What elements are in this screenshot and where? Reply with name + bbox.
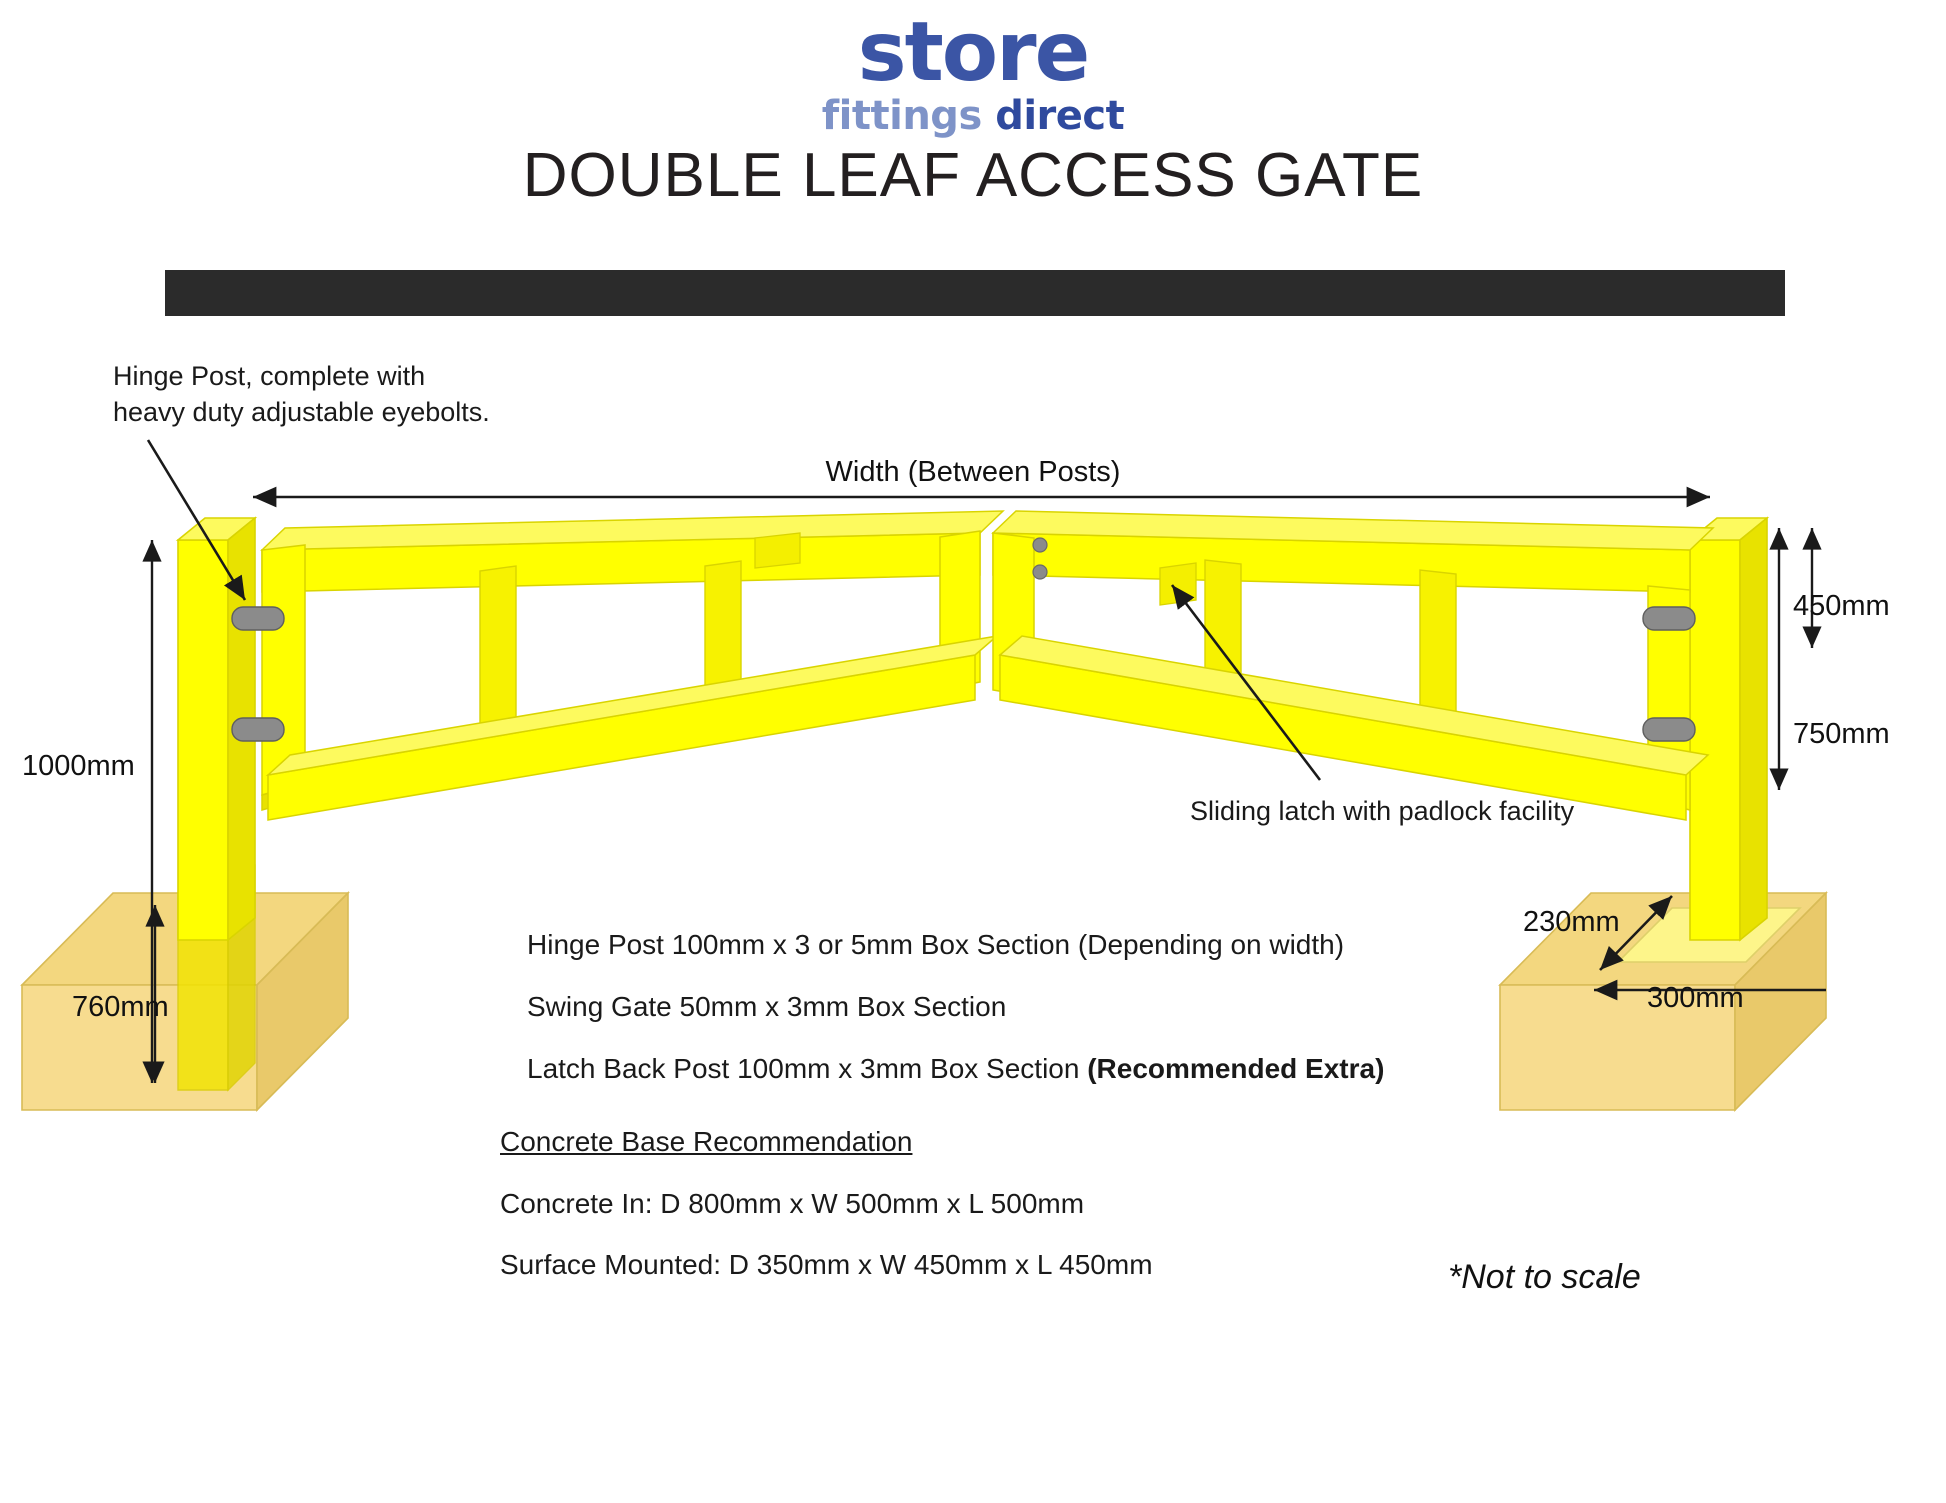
dimension-line-base-depth — [1599, 895, 1673, 971]
dimension-label-width: Width (Between Posts) — [825, 456, 1121, 488]
spec-latch-back-post-text: Latch Back Post 100mm x 3mm Box Section — [527, 1053, 1088, 1084]
gate-leaf-left — [260, 510, 1005, 821]
leader-hinge-post — [146, 439, 247, 601]
callout-hinge-post: Hinge Post, complete with heavy duty adj… — [113, 361, 490, 428]
dimension-label-upper-rail: 450mm — [1793, 590, 1890, 622]
brand-logo-subline: fittings direct — [0, 96, 1946, 136]
spec-latch-back-post: Latch Back Post 100mm x 3mm Box Section … — [527, 1053, 1384, 1085]
dimension-label-post-height: 1000mm — [22, 750, 135, 782]
callout-sliding-latch: Sliding latch with padlock facility — [1190, 796, 1575, 826]
dimension-label-base-width: 300mm — [1647, 982, 1744, 1014]
spec-latch-back-post-emphasis: (Recommended Extra) — [1087, 1053, 1385, 1084]
concrete-base-right — [1498, 891, 1828, 1112]
brand-logo-direct: direct — [995, 92, 1125, 139]
brand-logo-store: store — [857, 5, 1090, 100]
latch-back-post-right — [1687, 516, 1770, 942]
dimension-label-buried-depth: 760mm — [72, 991, 169, 1023]
leader-sliding-latch — [1170, 584, 1322, 781]
eyebolt-lower-right — [1642, 717, 1696, 742]
eyebolt-upper-right — [1642, 606, 1696, 631]
surface-mounted-spec: Surface Mounted: D 350mm x W 450mm x L 4… — [500, 1249, 1153, 1280]
not-to-scale-note: *Not to scale — [1448, 1258, 1641, 1296]
dimension-label-lower-rail: 750mm — [1793, 718, 1890, 750]
spec-hinge-post: Hinge Post 100mm x 3 or 5mm Box Section … — [527, 929, 1345, 960]
concrete-in-spec: Concrete In: D 800mm x W 500mm x L 500mm — [500, 1188, 1085, 1219]
page-title: DOUBLE LEAF ACCESS GATE — [522, 141, 1424, 210]
eyebolt-upper-left — [231, 606, 285, 631]
spec-swing-gate: Swing Gate 50mm x 3mm Box Section — [527, 991, 1007, 1022]
gate-leaf-right — [991, 510, 1715, 821]
eyebolt-lower-left — [231, 717, 285, 742]
header-divider-bar — [165, 270, 1785, 316]
concrete-recommendation-heading: Concrete Base Recommendation — [500, 1126, 913, 1157]
brand-logo: store fittings direct — [0, 5, 1946, 136]
brand-logo-fittings: fittings — [821, 92, 982, 139]
sliding-latch-pins — [1032, 537, 1048, 580]
dimension-label-base-depth: 230mm — [1523, 906, 1620, 938]
